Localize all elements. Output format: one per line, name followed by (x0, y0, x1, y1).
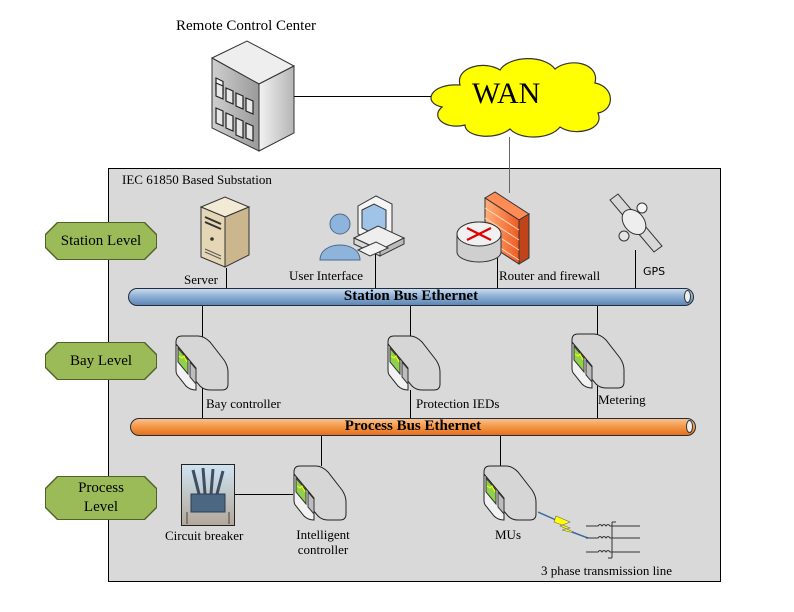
user-interface-label: User Interface (289, 268, 363, 283)
gps-satellite-icon (609, 193, 663, 253)
metering-process-link (597, 386, 598, 420)
intelligent-controller-icon (293, 465, 347, 521)
router-firewall-icon (456, 191, 530, 265)
protection-ied-icon (387, 335, 441, 391)
server-link (226, 268, 227, 290)
station-bus-label: Station Bus Ethernet (343, 288, 479, 304)
circuit-breaker-label: Circuit breaker (165, 528, 244, 543)
gps-link (635, 250, 636, 290)
substation-title: IEC 61850 Based Substation (122, 172, 272, 187)
circuit-breaker-image (181, 464, 235, 526)
bay-controller-station-link (202, 306, 203, 338)
wan-router-link (509, 137, 510, 197)
merging-unit-icon (483, 465, 537, 521)
building-icon (210, 40, 296, 152)
protection-station-link (410, 306, 411, 336)
lightning-link-icon (538, 511, 588, 539)
intelligent-controller-link (321, 436, 322, 466)
server-icon (199, 196, 251, 268)
bus-end-cap (686, 420, 693, 433)
remote-wan-link (294, 96, 464, 97)
user-interface-icon (319, 195, 406, 261)
process-bus-ethernet: Process Bus Ethernet (130, 418, 696, 436)
router-firewall-label: Router and firewall (499, 268, 601, 283)
remote-control-center-label: Remote Control Center (176, 18, 316, 34)
gps-label: GPS (643, 265, 666, 278)
breaker-controller-link (233, 494, 293, 495)
intelligent-controller-line2: controller (297, 542, 349, 557)
metering-icon (571, 333, 625, 389)
transmission-line-label: 3 phase transmission line (541, 563, 673, 578)
three-phase-line-icon (586, 521, 640, 559)
wan-cloud-icon (430, 58, 611, 138)
mus-link (500, 436, 501, 466)
mus-label: MUs (495, 527, 522, 542)
metering-label: Metering (598, 392, 646, 407)
process-bus-label: Process Bus Ethernet (344, 418, 482, 434)
intelligent-controller-line1: Intelligent (296, 527, 350, 542)
ui-link (375, 248, 376, 290)
station-bus-ethernet: Station Bus Ethernet (128, 288, 694, 306)
bay-controller-process-link (202, 388, 203, 420)
metering-station-link (597, 306, 598, 336)
bay-controller-label: Bay controller (206, 396, 281, 411)
bay-level-badge: Bay Level (46, 343, 156, 379)
wan-router-link-inner (509, 168, 510, 193)
server-label: Server (184, 272, 218, 287)
intelligent-controller-label: Intelligent controller (293, 527, 353, 557)
process-level-line1: Process (78, 480, 124, 496)
protection-ieds-label: Protection IEDs (416, 396, 500, 411)
process-level-line2: Level (83, 499, 119, 515)
process-level-badge: Process Level (46, 477, 156, 519)
router-link (497, 258, 498, 290)
station-level-badge: Station Level (46, 223, 156, 259)
bus-end-cap (684, 290, 691, 303)
bay-controller-icon (175, 335, 229, 391)
wan-label: WAN (472, 77, 541, 110)
protection-process-link (410, 390, 411, 420)
